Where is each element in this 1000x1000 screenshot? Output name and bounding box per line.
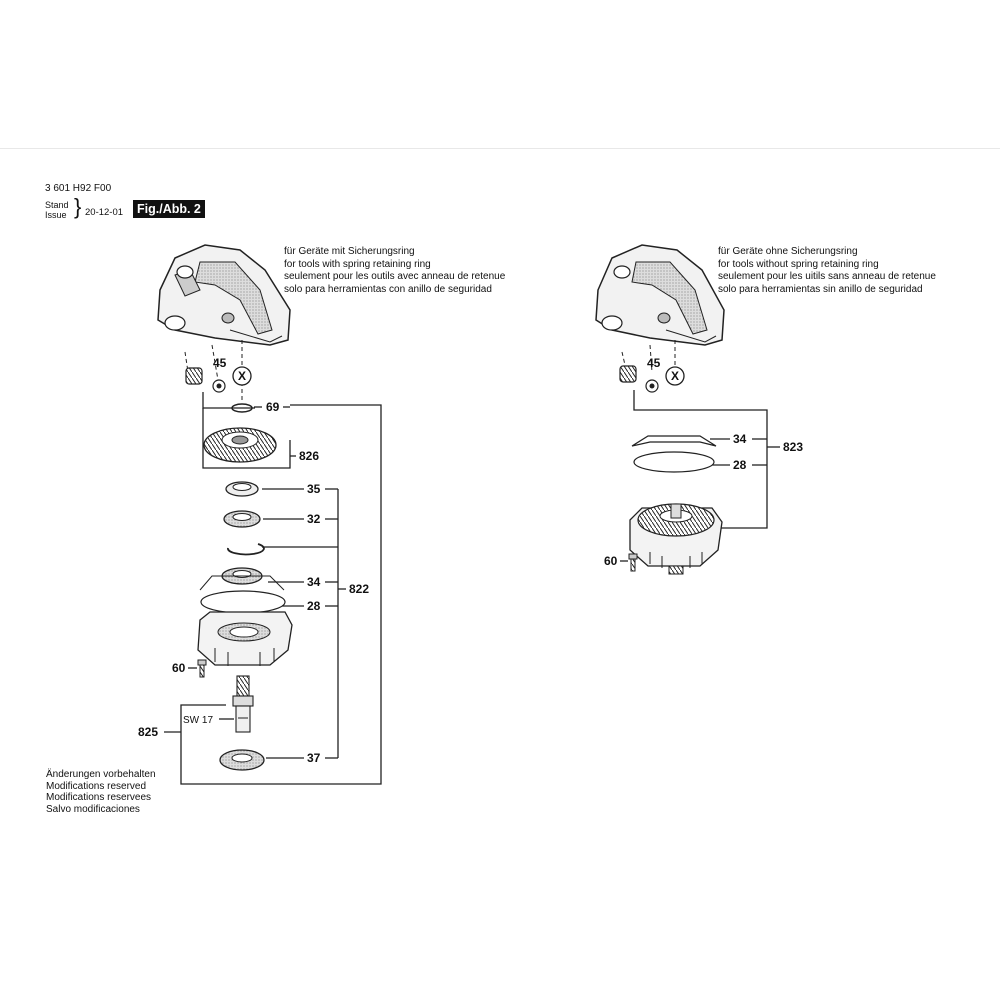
stand-label: Stand [45, 200, 69, 210]
figure-badge: Fig./Abb. 2 [133, 200, 205, 218]
spring-ring-28 [200, 590, 286, 614]
footer-line-en: Modifications reserved [46, 780, 147, 792]
right-assembly: X 45 823 34 28 60 [595, 244, 803, 575]
pinion-45-right [619, 365, 637, 383]
gear-housing-left [157, 244, 291, 346]
footer-line-fr: Modifications reservees [46, 792, 152, 803]
label-822: 822 [349, 582, 369, 596]
page-top-border [0, 148, 1000, 149]
bearing-flange-34-right [631, 435, 717, 447]
label-45: 45 [213, 356, 227, 370]
retaining-ring-69 [231, 403, 253, 413]
bearing-32 [223, 510, 261, 528]
label-37: 37 [307, 751, 321, 765]
bearing-flange-assembly-right [629, 503, 723, 575]
note-line-de: für Geräte ohne Sicherungsring [718, 246, 858, 257]
screw-60-right [628, 553, 638, 572]
issue-date: 20-12-01 [85, 207, 124, 218]
stand-issue-label: Stand Issue [45, 200, 69, 220]
label-32: 32 [307, 512, 321, 526]
note-line-de: für Geräte mit Sicherungsring [284, 246, 415, 257]
label-826: 826 [299, 449, 319, 463]
note-line-fr: seulement pour les uitils sans anneau de… [718, 271, 936, 282]
note-line-en: for tools with spring retaining ring [284, 258, 431, 270]
note-line-fr: seulement pour les outils avec anneau de… [284, 271, 506, 282]
brace-icon: } [74, 194, 82, 219]
bearing-35 [225, 481, 259, 497]
x-marker-label: X [238, 369, 246, 383]
label-825: 825 [138, 725, 158, 739]
label-60-right: 60 [604, 554, 618, 568]
note-line-es: solo para herramientas con anillo de seg… [284, 283, 492, 295]
label-60: 60 [172, 661, 186, 675]
note-without-retaining-ring: für Geräte ohne Sicherungsring for tools… [718, 246, 936, 296]
label-45-right: 45 [647, 356, 661, 370]
label-28-right: 28 [733, 458, 747, 472]
part-number: 3 601 H92 F00 [45, 183, 112, 194]
left-assembly: X 45 69 826 35 32 [138, 244, 382, 785]
x-marker-label-right: X [671, 369, 679, 383]
wrench-size-label: SW 17 [183, 715, 213, 726]
modifications-reserved-note: Änderungen vorbehalten Modifications res… [46, 769, 156, 815]
label-35: 35 [307, 482, 321, 496]
pinion-45 [185, 367, 203, 385]
note-line-en: for tools without spring retaining ring [718, 258, 879, 270]
crown-gear-826 [203, 427, 277, 463]
spindle-825 [232, 675, 254, 733]
footer-line-de: Änderungen vorbehalten [46, 769, 156, 780]
note-with-retaining-ring: für Geräte mit Sicherungsring for tools … [284, 246, 505, 296]
spring-ring-28-right [633, 451, 715, 473]
circlip [227, 543, 265, 556]
label-823: 823 [783, 440, 803, 454]
bearing-flange-34 [199, 567, 285, 591]
label-34-right: 34 [733, 432, 747, 446]
bearing-flange-body [197, 611, 293, 666]
gear-housing-right [595, 244, 725, 346]
x-marker-icon [665, 366, 685, 386]
screw-60 [197, 659, 207, 678]
bearing-37 [219, 749, 265, 771]
label-69: 69 [266, 400, 280, 414]
label-28: 28 [307, 599, 321, 613]
label-34: 34 [307, 575, 321, 589]
note-line-es: solo para herramientas sin anillo de seg… [718, 283, 923, 295]
issue-label: Issue [45, 209, 67, 220]
x-marker-icon [232, 366, 252, 386]
footer-line-es: Salvo modificaciones [46, 803, 140, 815]
